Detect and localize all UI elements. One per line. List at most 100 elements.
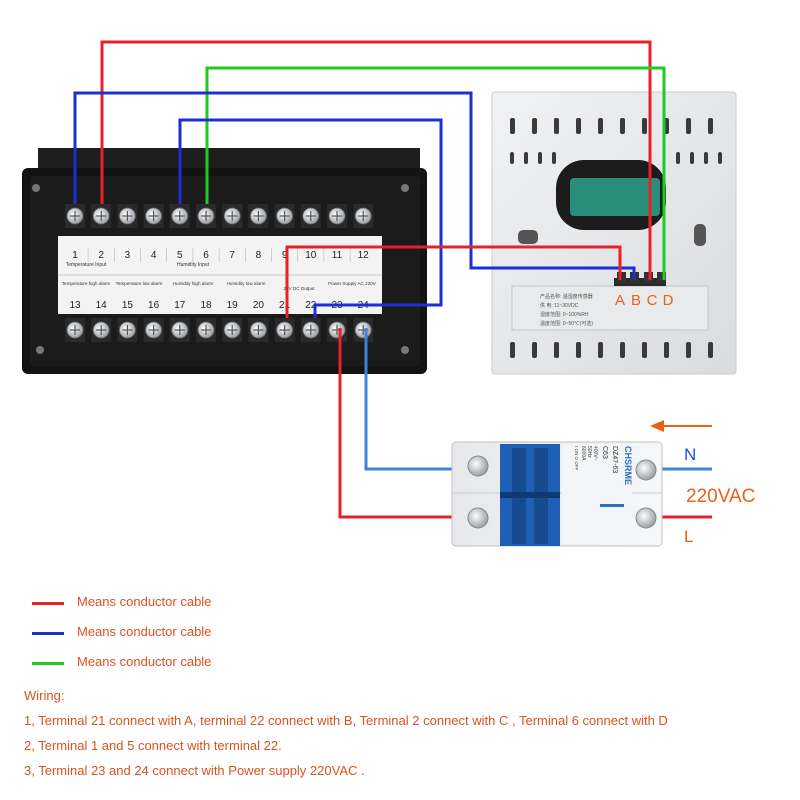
terminal-number-18: 18 [200, 300, 212, 311]
terminal-screw-3 [117, 204, 138, 228]
terminal-screw-9 [274, 204, 295, 228]
terminal-number-8: 8 [256, 250, 262, 261]
breaker-spec-2: 50Hz [586, 446, 592, 458]
sensor-vent [576, 118, 581, 134]
wire-blue-24-to-n [364, 328, 472, 471]
sensor-plate-line-4: 温度范围: 0~50℃(可选) [540, 320, 593, 327]
legend-text-red: Means conductor cable [77, 594, 212, 609]
wiring-line-1: 1, Terminal 21 connect with A, terminal … [24, 713, 668, 728]
sensor-vent [642, 342, 647, 358]
sensor-vent [554, 342, 559, 358]
label-temp-low-alarm: Temperature low alarm [116, 281, 163, 286]
sensor-vent [524, 152, 528, 164]
terminal-screw-8 [248, 204, 269, 228]
legend-item-green: Means conductor cable [32, 653, 432, 673]
sensor-terminal-b: B [631, 292, 641, 309]
sensor-vent [598, 118, 603, 134]
terminal-screw-4 [143, 204, 164, 228]
wiring-notes: Wiring: 1, Terminal 21 connect with A, t… [24, 688, 794, 788]
terminal-screw-6 [196, 204, 216, 228]
terminal-number-7: 7 [229, 250, 235, 261]
legend-swatch-green [32, 662, 64, 665]
label-temp-high-alarm: Temperature high alarm [62, 281, 111, 286]
wire-red-21-to-a [285, 245, 622, 330]
terminal-screw-24 [353, 318, 374, 342]
sensor-vent [708, 118, 713, 134]
sensor-vent [676, 152, 680, 164]
terminal-screw-7 [222, 204, 243, 228]
sensor-vent [532, 118, 537, 134]
sensor-terminal-d: D [663, 292, 674, 309]
sensor-vent [554, 118, 559, 134]
legend-text-green: Means conductor cable [77, 654, 212, 669]
label-power-supply: Power Supply AC 220V [328, 281, 377, 286]
terminal-number-13: 13 [69, 300, 81, 311]
label-hum-high-alarm: Humidity high alarm [173, 281, 214, 286]
sensor-plate-line-3: 湿度范围: 0~100%RH [540, 311, 589, 318]
label-temperature-input: Temperature Input [66, 262, 107, 268]
sensor-vent [510, 118, 515, 134]
sensor-vent [510, 342, 515, 358]
terminal-number-11: 11 [332, 250, 343, 261]
terminal-number-15: 15 [122, 300, 134, 311]
breaker-model: DZ47-63 [611, 446, 618, 473]
sensor-vent [704, 152, 708, 164]
label-hum-low-alarm: Humidity low alarm [227, 281, 266, 286]
neutral-label: N [684, 445, 696, 464]
terminal-screw-23 [327, 318, 347, 342]
wire-blue-1-to-22 [73, 91, 636, 280]
wiring-line-2: 2, Terminal 1 and 5 connect with termina… [24, 738, 282, 753]
sensor-vent [576, 342, 581, 358]
terminal-number-1: 1 [72, 250, 78, 261]
sensor-vent [538, 152, 542, 164]
terminal-number-17: 17 [174, 300, 186, 311]
label-humidity-input: Humidity Input [177, 262, 210, 268]
terminal-screw-1 [65, 204, 85, 228]
wire-blue-5-to-22 [178, 118, 443, 330]
terminal-screw-17 [169, 318, 190, 342]
legend-swatch-red [32, 602, 64, 605]
terminal-screw-10 [300, 204, 321, 228]
breaker-on-off: I ON O OFF [574, 446, 579, 471]
sensor-vent [664, 342, 669, 358]
sensor-vent [598, 342, 603, 358]
terminal-screw-12 [353, 204, 374, 228]
terminal-screw-16 [143, 318, 164, 342]
terminal-screw-15 [117, 318, 138, 342]
legend-item-red: Means conductor cable [32, 593, 432, 613]
wire-red-23-to-l [338, 328, 472, 519]
terminal-number-20: 20 [253, 300, 265, 311]
sensor-vent [686, 342, 691, 358]
arrow-left-icon [650, 420, 712, 432]
sensor-vent [708, 342, 713, 358]
terminal-screw-13 [65, 318, 85, 342]
legend-item-blue: Means conductor cable [32, 623, 432, 643]
wiring-line-3: 3, Terminal 23 and 24 connect with Power… [24, 763, 365, 778]
wire-green-6-to-d [205, 66, 666, 280]
breaker-brand: CHSRME [623, 446, 633, 485]
sensor-vent [620, 342, 625, 358]
terminal-number-6: 6 [203, 250, 209, 261]
terminal-screw-20 [248, 318, 269, 342]
wiring-title: Wiring: [24, 688, 65, 703]
terminal-screw-2 [91, 204, 112, 228]
breaker-spec-3: 6000A [580, 446, 586, 461]
sensor-plate-line-1: 产品名称: 温湿度传感器 [540, 293, 593, 300]
terminal-screw-22 [300, 318, 321, 342]
sensor-vent [620, 118, 625, 134]
voltage-label: 220VAC [686, 486, 755, 507]
terminal-number-4: 4 [151, 250, 157, 261]
legend-text-blue: Means conductor cable [77, 624, 212, 639]
label-24v-output: 24V DC Output [283, 286, 315, 291]
sensor-plate-line-2: 供 电: 11~30VDC [540, 302, 579, 309]
legend-swatch-blue [32, 632, 64, 635]
terminal-screw-18 [196, 318, 216, 342]
circuit-breaker: CHSRME DZ47-63 C63 400V~ 50Hz 6000A I ON… [451, 441, 663, 547]
sensor-vent [642, 118, 647, 134]
sensor-vent [510, 152, 514, 164]
sensor-vent [690, 152, 694, 164]
live-label: L [684, 527, 693, 546]
breaker-rating: C63 [601, 446, 608, 459]
terminal-number-10: 10 [305, 250, 317, 261]
